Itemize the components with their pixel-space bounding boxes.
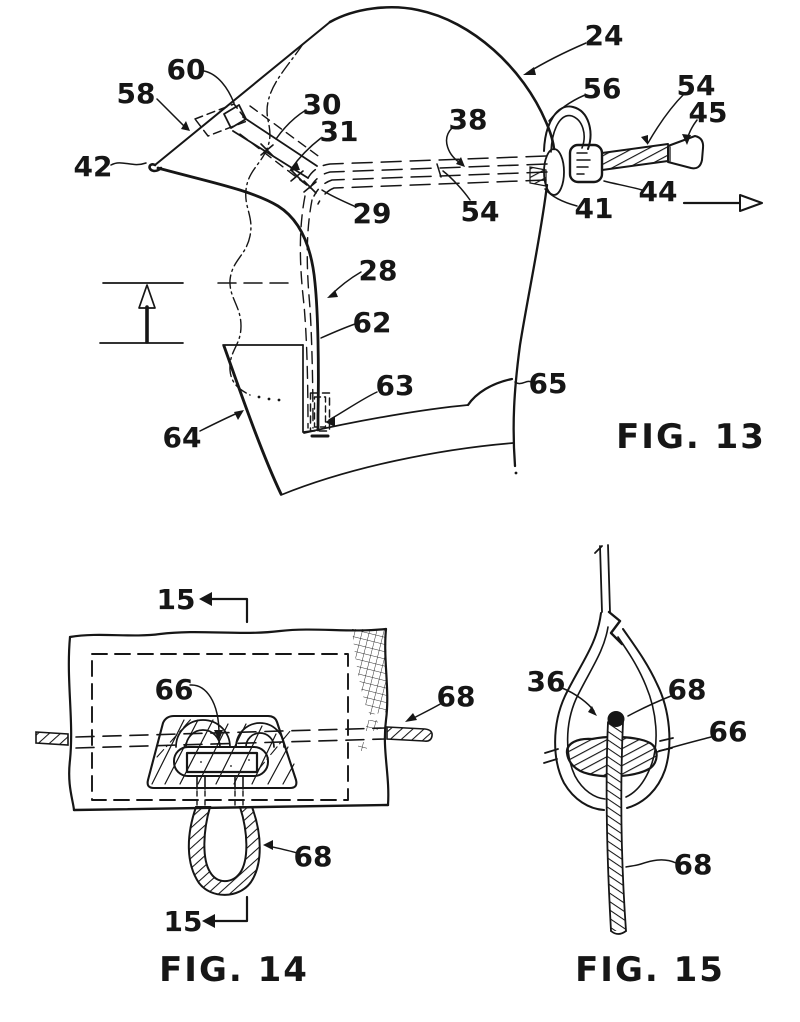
hood-crown-outline: [328, 6, 556, 151]
ref-label-45: 45: [689, 96, 728, 129]
fig15-leader-lines: [561, 687, 712, 868]
ref-label-42: 42: [74, 150, 113, 183]
strap-channel-dash-upper: [249, 105, 322, 159]
ref-label-64: 64: [163, 421, 202, 454]
ref-label-56: 56: [583, 72, 622, 105]
neck-band-top: [303, 404, 469, 434]
hood-back-edge: [512, 183, 549, 468]
seam-dot: [267, 397, 271, 401]
shoulder-dart: [466, 377, 514, 407]
hood-front-edge: [154, 21, 331, 166]
cord-stop: [309, 392, 331, 438]
horizontal-channel-dashes: [307, 155, 548, 205]
vertical-cord: [605, 711, 627, 935]
anchor-capsule: [173, 746, 269, 777]
rope-loop: [187, 806, 261, 896]
anchor-dashdot-lines: [156, 717, 292, 771]
ref-label-62: 62: [353, 306, 392, 339]
ref-label-58: 58: [117, 77, 156, 110]
cord-anchor: [146, 714, 298, 807]
cord-knot-end: [607, 711, 625, 727]
stitch-x-marks: [260, 143, 317, 194]
hidden-cord-dashes: [75, 727, 386, 749]
ref-label-31: 31: [320, 115, 359, 148]
cord-lock-body: [568, 143, 604, 184]
up-arrowhead: [138, 284, 156, 309]
hem-fold-zigzag: [607, 610, 624, 646]
ref-label-68-loop: 68: [294, 840, 333, 873]
fabric-loop-inner: [550, 114, 585, 153]
ref-label-66: 66: [155, 673, 194, 706]
back-edge-dot: [514, 471, 518, 475]
anchor-slot: [185, 751, 259, 774]
seam-dot: [257, 395, 261, 399]
section-label-15-top: 15: [157, 583, 196, 616]
ref-label-41: 41: [575, 192, 614, 225]
speck: [248, 759, 250, 761]
pull-direction-arrow: [682, 194, 763, 212]
ref-label-30: 30: [303, 88, 342, 121]
ref-label-38: 38: [449, 103, 488, 136]
speck: [200, 761, 202, 763]
fabric-panel-outline: [67, 627, 390, 812]
mesh-patch: [358, 742, 367, 751]
section-marker-15-top: 15: [157, 583, 249, 624]
ref-label-24: 24: [585, 19, 624, 52]
cord-strands-below-anchor: [196, 775, 244, 790]
cord-stub-right: [386, 726, 433, 742]
ref-label-65: 65: [529, 367, 568, 400]
fabric-gather: [543, 148, 565, 196]
fig15-caption: FIG. 15: [575, 950, 725, 990]
ref-label-36: 36: [527, 665, 566, 698]
anchor-body: [146, 714, 298, 790]
fig13-leader-arrowheads: [181, 67, 691, 427]
fabric-loop-outer: [543, 105, 592, 152]
cord-stub-left: [35, 731, 69, 746]
crown-seam-dashdot: [229, 43, 304, 396]
ref-label-28: 28: [359, 254, 398, 287]
section-label-15-bottom: 15: [164, 905, 203, 938]
ref-label-60: 60: [167, 53, 206, 86]
height-indicator: [99, 282, 289, 344]
mesh-patch: [366, 720, 378, 731]
toggle-rope-outline: [601, 143, 669, 171]
toggle-rope-fill: [602, 144, 668, 170]
ref-label-54-mid: 54: [461, 195, 500, 228]
ref-label-68-lower: 68: [674, 848, 713, 881]
fig14-leader-arrowheads: [214, 713, 417, 850]
section-marker-15-bottom: 15: [164, 895, 249, 938]
fig14-anchor-detail-drawing: 15: [35, 583, 476, 990]
hood-outline: [148, 6, 556, 496]
fig14-leader-lines: [189, 684, 443, 854]
fig13-hood-drawing: 24 56 54 45 44 41 38 54 30 31 29 28 62 6…: [74, 6, 766, 496]
anchor-arches: [175, 719, 285, 748]
fig15-hem-section-drawing: 36 68 66 68 FIG. 15: [527, 544, 748, 990]
ref-label-68-cord: 68: [437, 680, 476, 713]
strap-casing-dashed: [194, 103, 248, 137]
front-channel-dashes: [299, 195, 314, 429]
hidden-strands-dashed: [196, 790, 244, 807]
speck: [230, 765, 232, 767]
ref-label-68-upper: 68: [668, 673, 707, 706]
ref-label-66-section: 66: [709, 715, 748, 748]
strap-edge-upper: [242, 116, 318, 167]
hem-loop-walls: [543, 612, 674, 811]
fig14-caption: FIG. 14: [159, 950, 309, 990]
cord-lock-assembly: [529, 105, 763, 212]
ref-label-44: 44: [639, 175, 678, 208]
cord-tip: [667, 135, 705, 170]
ref-label-29: 29: [353, 197, 392, 230]
neck-band-bottom: [280, 442, 514, 496]
front-flap-edge: [222, 344, 283, 496]
face-opening-edge: [156, 166, 320, 432]
fabric-mesh-shading: [352, 629, 387, 715]
seam-dot: [277, 398, 281, 402]
stitch-line-dashed-rect: [91, 653, 349, 801]
hem-fabric-strip: [594, 544, 611, 613]
leader-arrowhead-36: [588, 706, 597, 716]
ref-label-63: 63: [376, 369, 415, 402]
ref-label-54-upper: 54: [677, 69, 716, 102]
fig13-caption: FIG. 13: [616, 417, 766, 457]
cord-lock-detail-lines: [576, 152, 591, 175]
